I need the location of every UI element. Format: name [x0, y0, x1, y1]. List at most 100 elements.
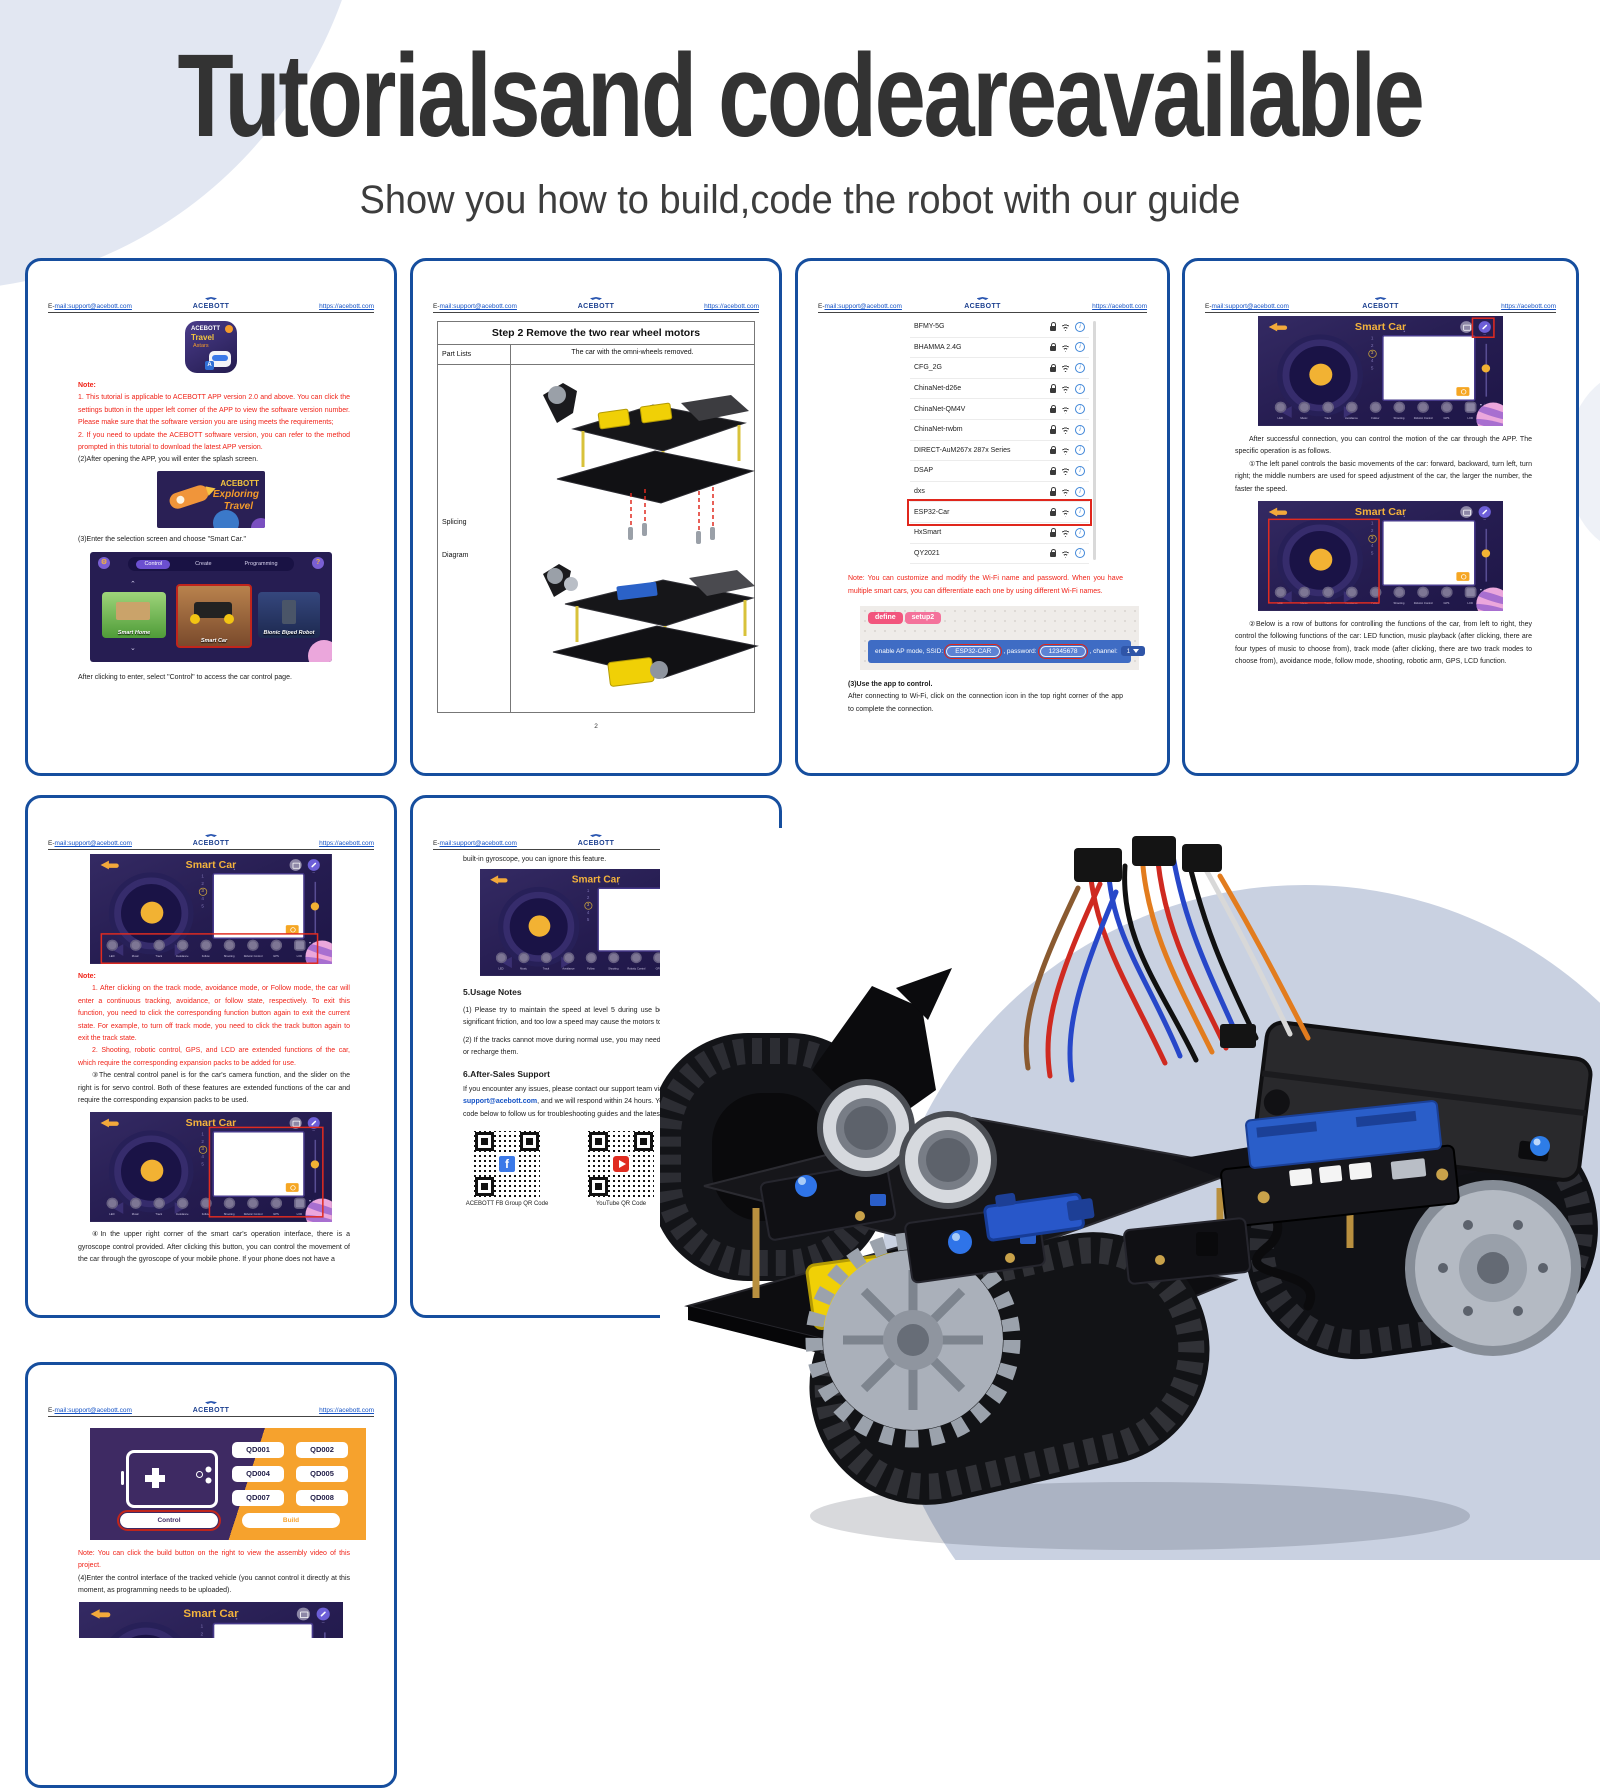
function-button-dock: LED Music Track Avoidance Follow Shootin… — [1270, 401, 1480, 420]
caret-down-icon — [1133, 649, 1140, 654]
doc-header: E-mail:support@acebott.com ACEBOTT https… — [433, 295, 759, 310]
qr-label: YouTube QR Code — [595, 1201, 647, 1208]
acebott-logo-icon — [588, 295, 604, 302]
speed-level: 5 — [586, 918, 590, 923]
music-icon — [1298, 586, 1310, 598]
planet-dot-icon — [225, 325, 233, 333]
slider-thumb — [1481, 549, 1491, 558]
dock-item-track: Track — [149, 939, 169, 958]
dock-item-avoidance: Avoidance — [172, 939, 192, 958]
facebook-qr-block: f ACEBOTT FB Group QR Code — [463, 1129, 551, 1207]
doc-header-email: E-mail:support@acebott.com — [433, 303, 517, 310]
avoidance-icon — [1345, 586, 1358, 598]
follow-icon — [199, 1198, 212, 1210]
wifi-icon — [1060, 384, 1071, 394]
slider-thumb — [1481, 364, 1491, 373]
note-text-1: 1. After clicking on the track mode, avo… — [78, 985, 350, 1043]
smart-car-app-screenshot: Smart Car 1 2 3 4 5 − + LED Music Track … — [90, 854, 332, 964]
lock-icon — [1050, 342, 1057, 352]
setup2-label: setup2 — [904, 611, 942, 624]
project-button-grid: QD001 QD002 QD004 QD005 QD007 QD008 — [232, 1442, 348, 1506]
wifi-icon — [1060, 404, 1071, 414]
splash-travel: Travel — [223, 500, 253, 512]
model-card-smart-car: Smart Car — [176, 584, 252, 649]
gyroscope-icon — [296, 1607, 310, 1621]
acebott-logo-icon — [1373, 295, 1389, 302]
lcd-icon — [1464, 401, 1476, 413]
camera-shutter-icon — [1456, 387, 1470, 396]
function-button-dock: LED Music Track Avoidance Follow Shootin… — [102, 939, 309, 958]
buttons-icon — [196, 1471, 203, 1478]
wifi-row: BHAMMA 2.4G — [910, 338, 1089, 359]
connection-link-icon — [307, 1117, 320, 1130]
joystick-knob — [140, 1160, 164, 1183]
paragraph-3: ③The central control panel is for the ca… — [78, 1072, 350, 1105]
support-line-2: support@acebott.com, and we will respond… — [463, 1098, 696, 1106]
dock-item-shooting: Shooting — [1389, 401, 1409, 420]
lock-icon — [1050, 548, 1057, 558]
follow-icon — [1369, 401, 1381, 413]
avoidance-icon — [563, 952, 574, 964]
tracked-robot-illustration — [660, 836, 1600, 1560]
email-link: mail:support@acebott.com — [1211, 303, 1289, 310]
speed-level: 4 — [1370, 359, 1374, 364]
doc-header-email: E-mail:support@acebott.com — [1205, 303, 1289, 310]
planet-decoration — [308, 640, 332, 663]
planet-decoration — [305, 1198, 332, 1223]
speed-level: 2 — [1370, 528, 1374, 534]
dock-item-gps: GPS — [1436, 586, 1456, 605]
speed-level: 2 — [200, 1632, 204, 1637]
email-link: mail:support@acebott.com — [439, 840, 517, 847]
joystick — [1282, 524, 1358, 597]
exploded-diagram-illustration — [543, 383, 755, 544]
dock-item-robotic-control: Robotic Control — [626, 952, 645, 971]
app-title: Smart Car — [185, 858, 237, 871]
youtube-qr-code — [586, 1129, 656, 1200]
table-row: Part Lists The car with the omni-wheels … — [438, 345, 754, 365]
slider-minus-label: − — [1483, 517, 1487, 524]
red-highlight-box — [1471, 317, 1495, 338]
speed-scale: 1 2 3 4 5 — [197, 1622, 207, 1637]
lock-icon — [1050, 528, 1057, 537]
wifi-icon — [1060, 466, 1071, 476]
speed-level: 5 — [201, 1163, 204, 1168]
app-screenshot-left-panel: Smart Car 1 2 3 4 5 − + LED Music Track … — [1258, 501, 1503, 611]
app-screenshot-connection: Smart Car 1 2 3 4 5 − + LED Music Track … — [1258, 316, 1503, 426]
step-3-text: (3)Enter the selection screen and choose… — [78, 535, 246, 543]
dock-item-follow: Follow — [1365, 401, 1385, 420]
rocket-illustration — [167, 483, 211, 511]
wifi-note-text: Note: You can customize and modify the W… — [848, 575, 1123, 595]
dock-item-shooting: Shooting — [604, 952, 623, 971]
slider-rail — [324, 1632, 326, 1638]
step-title: Step 2 Remove the two rear wheel motors — [438, 322, 754, 345]
camera-shutter-icon — [1456, 572, 1470, 581]
dock-item-music: Music — [1294, 401, 1314, 420]
avoidance-icon — [1345, 401, 1358, 413]
dock-item-track: Track — [1318, 401, 1338, 420]
app-title: Smart Car — [1354, 505, 1407, 518]
acebott-logo-icon — [203, 1399, 219, 1406]
block-code-snippet: define setup2 enable AP mode, SSID: ESP3… — [860, 605, 1146, 670]
email-link: mail:support@acebott.com — [439, 303, 517, 310]
connection-link-icon — [1478, 506, 1491, 518]
turn-left-arrow-icon — [1280, 591, 1292, 603]
dock-item-lcd: LCD — [1460, 401, 1480, 420]
track-icon — [153, 939, 165, 951]
dock-item-music: Music — [514, 952, 533, 971]
gps-icon — [1440, 586, 1453, 598]
speed-level: 4 — [586, 911, 590, 916]
wifi-icon — [1060, 507, 1071, 517]
speed-level: 4 — [201, 897, 204, 902]
led-icon — [106, 939, 118, 951]
speed-level: 2 — [1370, 343, 1374, 349]
info-icon — [1075, 548, 1085, 559]
speed-level: 5 — [1370, 366, 1374, 371]
back-arrow-icon — [100, 860, 121, 871]
selection-tabs: Control Create Programming — [128, 557, 294, 572]
header-rule — [433, 312, 759, 313]
doc-header-email: E-mail:support@acebott.com — [48, 1407, 132, 1414]
back-arrow-icon — [1268, 322, 1289, 333]
acebott-logo-icon — [203, 295, 219, 302]
